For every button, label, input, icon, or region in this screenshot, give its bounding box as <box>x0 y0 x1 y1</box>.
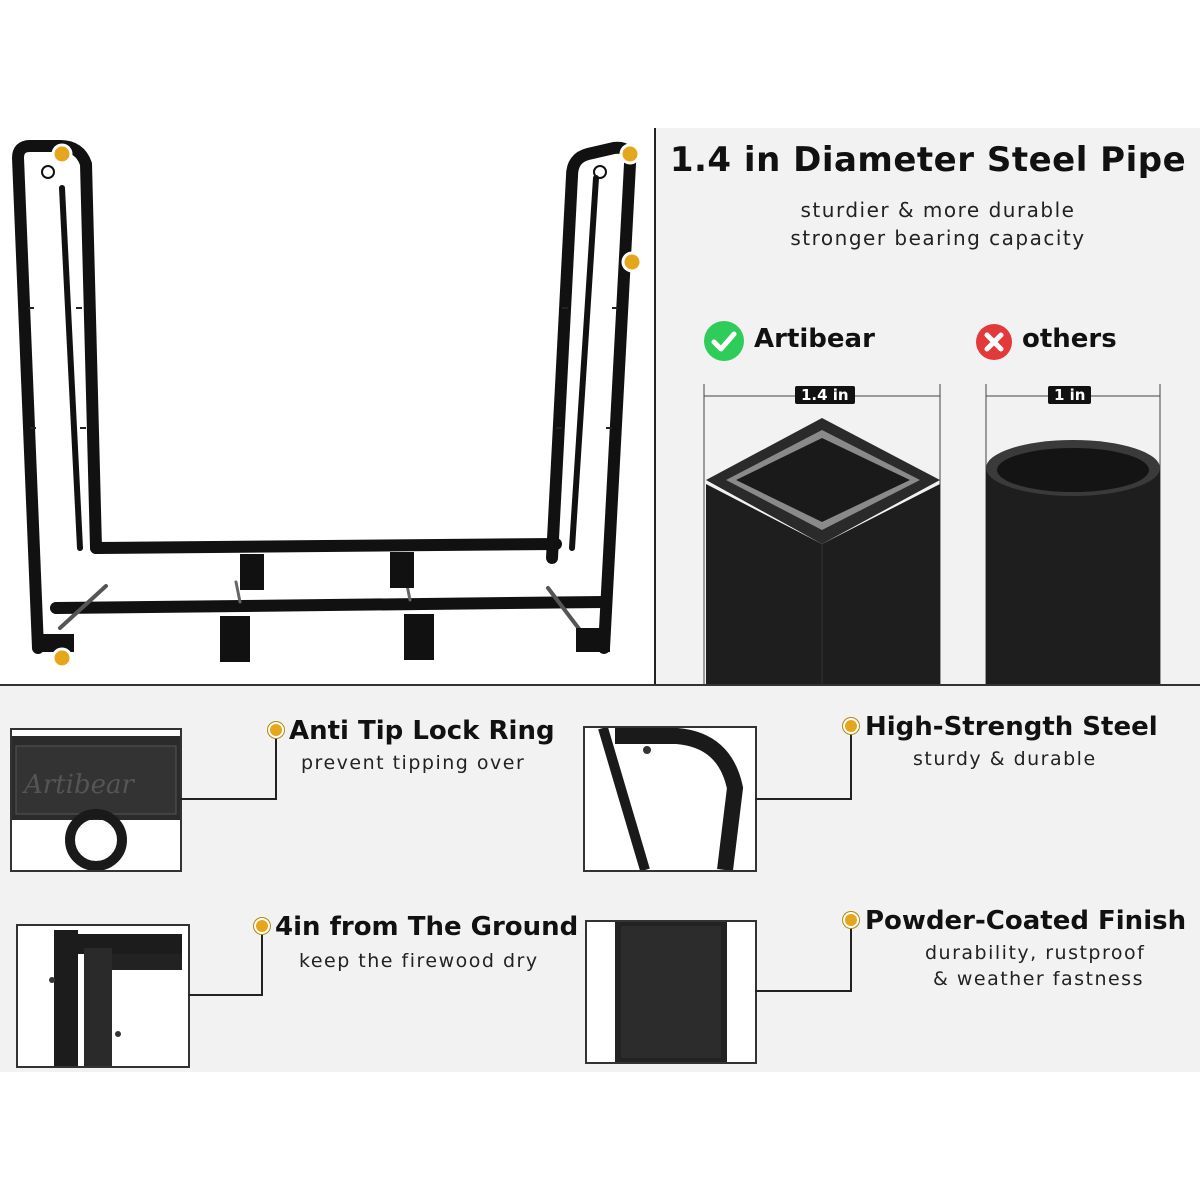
vertical-divider <box>654 128 656 684</box>
callout-dot-icon <box>843 912 859 928</box>
comparison-subtitle-1: sturdier & more durable <box>800 198 1076 222</box>
feature-subtitle-powder-coat-1: durability, rustproof <box>925 942 1146 964</box>
steel-thumbnail <box>583 726 757 872</box>
check-icon <box>704 321 744 361</box>
feature-subtitle-powder-coat-2: & weather fastness <box>933 968 1144 990</box>
callout-line <box>275 732 277 800</box>
feature-subtitle-steel: sturdy & durable <box>913 748 1097 770</box>
firewood-rack-illustration <box>12 140 643 669</box>
comparison-subtitle-2: stronger bearing capacity <box>790 226 1086 250</box>
callout-line <box>188 994 262 996</box>
round-pipe-illustration <box>985 384 1161 684</box>
callout-line <box>755 798 851 800</box>
callout-line <box>180 798 276 800</box>
callout-line <box>850 922 852 992</box>
brand-embossing: Artibear <box>24 770 134 800</box>
brand-label-artibear: Artibear <box>754 324 875 354</box>
square-pipe-illustration <box>703 384 941 684</box>
dimension-label-square: 1.4 in <box>795 386 855 404</box>
feature-subtitle-ground: keep the firewood dry <box>299 950 539 972</box>
product-photo-panel <box>0 128 656 684</box>
callout-dot-icon <box>843 718 859 734</box>
brand-label-others: others <box>1022 324 1117 354</box>
ground-clearance-thumbnail <box>16 924 190 1068</box>
callout-dot-icon <box>268 722 284 738</box>
feature-title-ground: 4in from The Ground <box>275 912 579 942</box>
feature-title-lock-ring: Anti Tip Lock Ring <box>289 716 555 746</box>
callout-dot-icon <box>254 918 270 934</box>
cross-icon <box>976 324 1012 360</box>
callout-line <box>850 726 852 800</box>
feature-title-steel: High-Strength Steel <box>865 712 1158 742</box>
feature-subtitle-lock-ring: prevent tipping over <box>301 752 526 774</box>
powder-coat-thumbnail <box>585 920 757 1064</box>
comparison-title: 1.4 in Diameter Steel Pipe <box>669 140 1187 180</box>
dimension-label-round: 1 in <box>1048 386 1092 404</box>
horizontal-divider <box>0 684 1200 686</box>
callout-line <box>755 990 851 992</box>
lock-ring-thumbnail: Artibear <box>10 728 182 872</box>
callout-line <box>261 930 263 996</box>
feature-title-powder-coat: Powder-Coated Finish <box>865 906 1187 936</box>
